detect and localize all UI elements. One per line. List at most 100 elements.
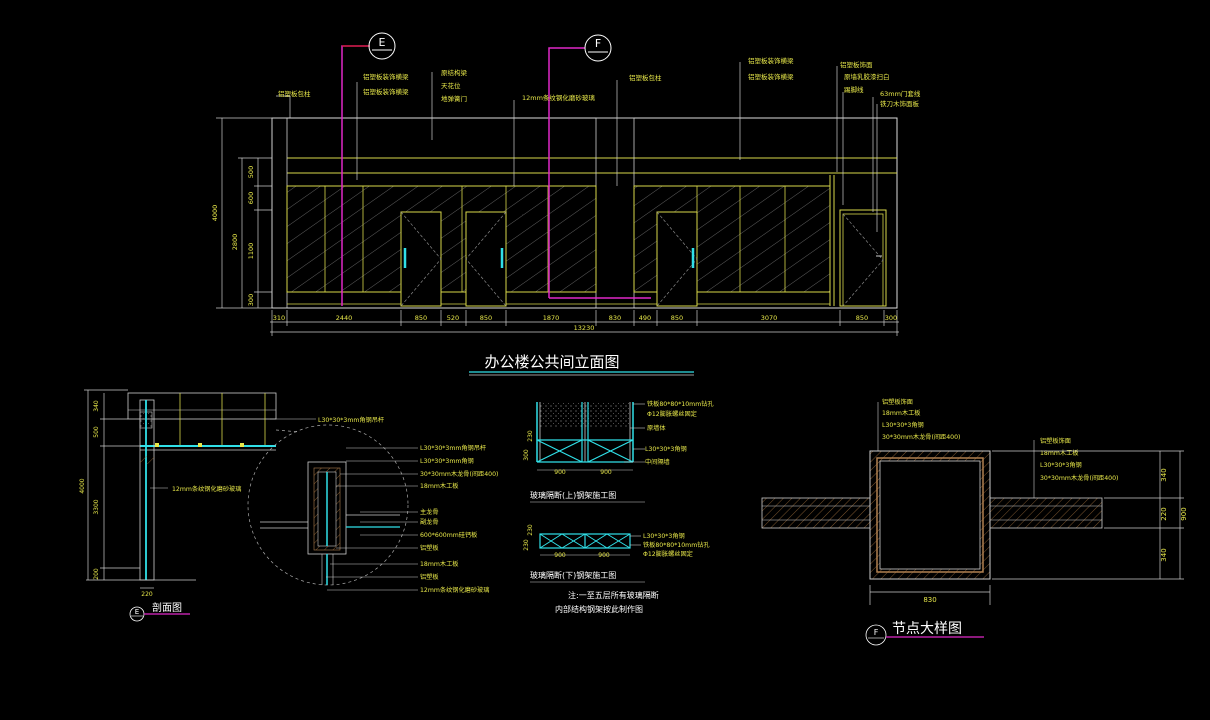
section-hdim: 220 (141, 591, 153, 598)
section-detail-10: 12mm条纹钢化磨砂玻璃 (420, 586, 489, 594)
label-a3: 铝塑板装饰横梁 (363, 87, 409, 96)
label-a1: 铝塑板包柱 (278, 89, 311, 98)
upper-dim-0: 900 (554, 469, 566, 476)
section-label-d1: L30*30*3mm角钢吊杆 (318, 416, 384, 424)
vdim-d1: 500 (247, 166, 255, 178)
vdim-total: 4000 (211, 205, 219, 222)
lower-label-1: 铁板80*80*10mm钻孔 (643, 541, 710, 549)
lower-vdim-a: 230 (527, 524, 534, 536)
hdim-10: 850 (856, 314, 868, 322)
upper-label-2: 原墙体 (647, 424, 666, 432)
label-a9: 铝塑板装饰横梁 (748, 56, 794, 65)
section-detail-6: 600*600mm硅钙板 (420, 531, 477, 539)
section-detail-0: L30*30*3mm角钢吊杆 (420, 444, 486, 452)
node-vdim-d2: 220 (1160, 507, 1168, 520)
door-3 (656, 211, 698, 307)
hdim-1: 2440 (336, 314, 353, 322)
glass-doors (400, 209, 887, 307)
hdim-overall: 13230 (574, 324, 595, 332)
node-right-0: 铝塑板饰面 (1040, 437, 1071, 445)
hdim-6: 830 (609, 314, 621, 322)
column-mid (595, 117, 635, 309)
hdim-4: 850 (480, 314, 492, 322)
section-vdim-total: 4000 (79, 478, 86, 493)
elevation-drawing: E F 铝塑板包柱 铝塑板装饰横梁 铝塑板装 (211, 32, 921, 376)
hdim-7: 490 (639, 314, 651, 322)
vdim-d3: 1100 (247, 243, 255, 260)
hdim-2: 850 (415, 314, 427, 322)
node-left-1: 18mm木工板 (882, 409, 921, 417)
hdim-9: 3070 (761, 314, 778, 322)
hdim-0: 310 (273, 314, 285, 322)
section-detail-5: 副龙骨 (420, 518, 439, 526)
node-left-2: L30*30*3角钢 (882, 421, 924, 429)
node-left-3: 30*30mm木龙骨(间距400) (882, 433, 960, 441)
section-vdim-d3: 3300 (93, 499, 100, 514)
node-left-0: 铝塑板饰面 (882, 398, 913, 406)
section-detail-9: 铝塑板 (420, 573, 439, 581)
node-tag: F (874, 628, 879, 637)
label-a6: 地弹簧门 (441, 94, 467, 103)
node-right-3: 30*30mm木龙骨(间距400) (1040, 474, 1118, 482)
door-1 (400, 211, 442, 307)
lower-dim-1: 900 (598, 552, 610, 559)
node-vdim-d3: 340 (1160, 548, 1168, 561)
vdim-d2: 600 (247, 192, 255, 204)
label-a15: 铁刀木饰面板 (880, 99, 920, 108)
vdim-d4: 300 (247, 294, 255, 306)
upper-label-3: L30*30*3角钢 (645, 445, 687, 453)
note-line2: 内部结构钢架按此制作图 (555, 604, 643, 614)
node-title: 节点大样图 (892, 621, 962, 637)
upper-label-4: 中间隔墙 (645, 458, 670, 466)
section-detail-7: 铝塑板 (420, 544, 439, 552)
upper-label-1: Φ12膨胀螺丝固定 (647, 410, 697, 418)
section-drawing: L30*30*3mm角钢吊杆 12mm条纹钢化磨砂玻璃 L30*30*3mm角钢… (79, 389, 498, 622)
label-a13: 踢脚线 (844, 85, 864, 94)
section-e-label: E (379, 36, 386, 49)
door-2 (465, 211, 507, 307)
elevation-title: 办公楼公共间立面图 (484, 353, 619, 371)
upper-vdim-b: 300 (523, 449, 530, 461)
lower-label-2: Φ12膨胀螺丝固定 (643, 550, 693, 558)
section-marker-e: E (341, 32, 396, 306)
label-a8: 铝塑板包柱 (629, 73, 662, 82)
label-a12: 原墙乳胶漆扫白 (844, 72, 890, 81)
node-right-1: 18mm木工板 (1040, 449, 1079, 457)
label-a7: 12mm条纹钢化磨砂玻璃 (522, 93, 595, 102)
lower-vdim-b: 230 (523, 539, 530, 551)
section-vdim-d4: 200 (93, 568, 100, 580)
section-vdim-d1: 340 (93, 400, 100, 412)
label-a11: 铝塑板饰面 (840, 60, 873, 69)
upper-title: 玻璃隔断(上)钢架施工图 (530, 490, 616, 500)
section-label-glass: 12mm条纹钢化磨砂玻璃 (172, 485, 241, 493)
steel-frame-lower: L30*30*3角钢 铁板80*80*10mm钻孔 Φ12膨胀螺丝固定 900 … (523, 524, 710, 583)
label-a10: 铝塑板装饰横梁 (748, 72, 794, 81)
node-dim-bottom: 830 (923, 596, 936, 604)
lower-title: 玻璃隔断(下)钢架施工图 (530, 570, 616, 580)
lower-dim-0: 900 (554, 552, 566, 559)
node-vdim-d1: 340 (1160, 468, 1168, 481)
node-vdim-total: 900 (1180, 507, 1188, 520)
hdim-3: 520 (447, 314, 459, 322)
upper-vdim-a: 230 (527, 430, 534, 442)
section-detail-4: 主龙骨 (420, 508, 439, 516)
hdim-5: 1870 (543, 314, 560, 322)
section-f-label: F (595, 37, 601, 50)
vdim-mid: 2800 (231, 234, 239, 251)
section-vdim-d2: 500 (93, 426, 100, 438)
note-line1: 注:一至五层所有玻璃隔断 (568, 590, 659, 600)
section-detail-2: 30*30mm木龙骨(间距400) (420, 470, 498, 478)
section-marker-f: F (548, 34, 651, 299)
section-detail-1: L30*30*3mm角钢 (420, 457, 474, 465)
hdim-11: 300 (885, 314, 897, 322)
node-detail: 铝塑板饰面 18mm木工板 L30*30*3角钢 30*30mm木龙骨(间距40… (761, 398, 1188, 646)
lower-label-0: L30*30*3角钢 (643, 532, 685, 540)
node-right-2: L30*30*3角钢 (1040, 461, 1082, 469)
upper-label-0: 铁板80*80*10mm钻孔 (647, 400, 714, 408)
label-a4: 原结构梁 (441, 68, 468, 77)
column-left (271, 117, 288, 309)
wood-door-frame (839, 209, 887, 307)
section-title: 剖面图 (152, 601, 182, 614)
label-a2: 铝塑板装饰横梁 (363, 72, 409, 81)
